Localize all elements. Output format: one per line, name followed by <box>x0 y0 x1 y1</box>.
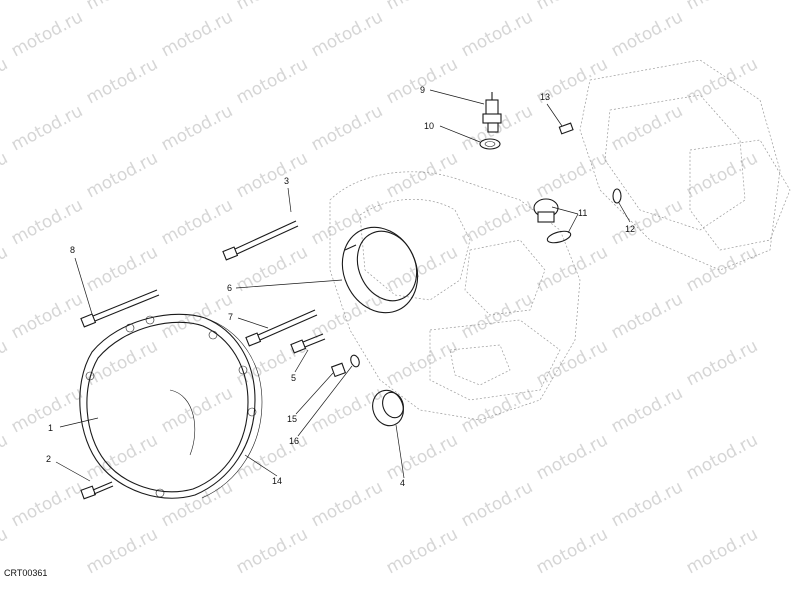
watermark-text: motod.ru <box>158 195 236 249</box>
watermark-text: motod.ru <box>83 242 161 296</box>
watermark-text: motod.ru <box>458 289 536 343</box>
callout-labels: 1 2 3 4 5 6 7 8 9 10 11 12 13 14 15 16 <box>46 85 635 488</box>
watermark-text: motod.ru <box>158 101 236 155</box>
watermark-text: motod.ru <box>308 195 386 249</box>
callout-15: 15 <box>287 414 297 424</box>
watermark-text: motod.ru <box>383 430 461 484</box>
watermark-text: motod.ru <box>158 383 236 437</box>
watermark-text: motod.ru <box>158 477 236 531</box>
bolt-part-3 <box>222 220 299 261</box>
watermark-text: motod.ru <box>683 336 761 390</box>
watermark-text: motod.ru <box>608 7 686 61</box>
watermark-text: motod.ru <box>608 195 686 249</box>
oil-seal-part-4 <box>372 389 404 427</box>
watermark-text: motod.ru <box>158 7 236 61</box>
watermark-text: motod.ru <box>533 148 611 202</box>
callout-1: 1 <box>48 423 53 433</box>
cover-gasket <box>201 317 263 499</box>
callout-16: 16 <box>289 436 299 446</box>
watermark-text: motod.ru <box>533 0 611 14</box>
dowel-pin-part-13 <box>558 122 574 135</box>
leader-lines <box>55 89 631 482</box>
watermark-text: motod.ru <box>608 477 686 531</box>
callout-11: 11 <box>578 208 587 218</box>
callout-6: 6 <box>227 283 232 293</box>
watermark-text: motod.ru <box>83 148 161 202</box>
callout-13: 13 <box>540 92 550 102</box>
watermark-text: motod.ru <box>233 0 311 14</box>
callout-10: 10 <box>424 121 434 131</box>
watermark-text: motod.ru <box>383 524 461 578</box>
washer-part-16 <box>350 354 360 368</box>
bolt-part-7 <box>245 309 318 347</box>
watermark-text: motod.ru <box>683 148 761 202</box>
watermark-text: motod.ru <box>8 101 86 155</box>
callout-4: 4 <box>400 478 405 488</box>
diagram-code: CRT00361 <box>4 568 47 578</box>
watermark-text: motod.ru <box>608 101 686 155</box>
washer-part-10 <box>479 138 501 150</box>
plug-part-11 <box>533 198 572 244</box>
watermark-text: motod.ru <box>0 430 11 484</box>
bolt-part-8 <box>80 289 160 328</box>
large-seal-ring <box>341 226 419 314</box>
watermark-text: motod.ru <box>683 430 761 484</box>
watermark-text: motod.ru <box>0 54 11 108</box>
callout-14: 14 <box>272 476 282 486</box>
watermark-text: motod.ru <box>383 148 461 202</box>
callout-3: 3 <box>284 176 289 186</box>
watermark-text: motod.ru <box>308 477 386 531</box>
watermark-text: motod.ru <box>233 524 311 578</box>
screw-part-2 <box>80 481 114 500</box>
clutch-cover <box>79 313 257 499</box>
watermark-text: motod.ru <box>83 524 161 578</box>
watermark-text: motod.ru <box>8 7 86 61</box>
watermark-text: motod.ru <box>83 0 161 14</box>
callout-9: 9 <box>420 85 425 95</box>
watermark-text: motod.ru <box>0 336 11 390</box>
callout-8: 8 <box>70 245 75 255</box>
callout-12: 12 <box>625 224 635 234</box>
watermark-text: motod.ru <box>233 148 311 202</box>
sensor-part-9 <box>482 92 502 133</box>
watermark-text: motod.ru <box>0 242 11 296</box>
watermark-text: motod.ru <box>683 54 761 108</box>
watermark-text: motod.ru <box>458 7 536 61</box>
callout-5: 5 <box>291 373 296 383</box>
callout-2: 2 <box>46 454 51 464</box>
engine-block-outline <box>329 59 791 421</box>
watermark-text: motod.ru <box>383 54 461 108</box>
watermark-text: motod.ru <box>83 54 161 108</box>
watermark-text: motod.ru <box>533 336 611 390</box>
watermark-text: motod.ru <box>383 0 461 14</box>
watermark-text: motod.ru <box>308 7 386 61</box>
bolt-part-5 <box>290 333 326 354</box>
watermark-text: motod.ru <box>0 148 11 202</box>
watermark-text: motod.ru <box>308 101 386 155</box>
plug-part-15 <box>330 362 347 378</box>
watermark-text: motod.ru <box>458 477 536 531</box>
watermark-text: motod.ru <box>383 242 461 296</box>
watermark-text: motod.ru <box>0 0 11 14</box>
watermark-text: motod.ru <box>608 383 686 437</box>
watermark-text: motod.ru <box>683 0 761 14</box>
watermark-text: motod.ru <box>683 524 761 578</box>
watermark-text: motod.ru <box>8 477 86 531</box>
callout-7: 7 <box>228 312 233 322</box>
watermark-text: motod.ru <box>458 383 536 437</box>
watermark-text: motod.ru <box>8 289 86 343</box>
watermark-text: motod.ru <box>8 195 86 249</box>
o-ring-part-12 <box>612 188 622 204</box>
watermark-text: motod.ru <box>233 54 311 108</box>
watermark-text: motod.ru <box>533 524 611 578</box>
watermark-text: motod.ru <box>383 336 461 390</box>
watermark-text: motod.ru <box>458 195 536 249</box>
watermark-text: motod.ru <box>533 430 611 484</box>
watermark-text: motod.ru <box>608 289 686 343</box>
watermark-text: motod.ru <box>308 383 386 437</box>
